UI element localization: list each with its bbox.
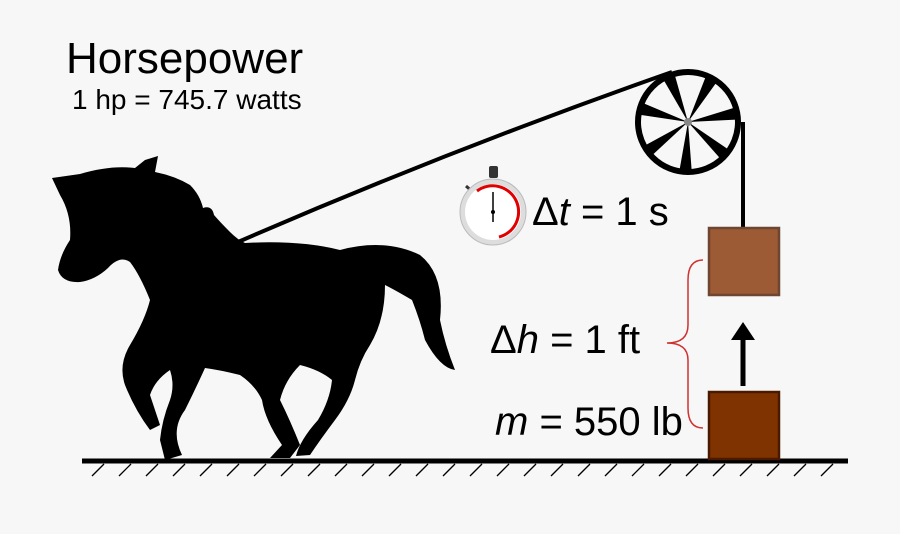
delta-symbol: Δ bbox=[532, 190, 559, 234]
subtitle: 1 hp = 745.7 watts bbox=[72, 84, 302, 115]
mass-value: = 550 lb bbox=[528, 400, 683, 444]
mass-variable: m bbox=[495, 400, 529, 444]
upper-weight-box bbox=[707, 226, 781, 297]
stopwatch-icon bbox=[459, 166, 527, 246]
time-label: Δt = 1 s bbox=[532, 190, 669, 235]
title: Horsepower bbox=[66, 34, 304, 83]
ground-hatching bbox=[91, 463, 834, 477]
height-variable: h bbox=[516, 318, 539, 362]
height-brace bbox=[666, 259, 704, 429]
time-value: = 1 s bbox=[569, 190, 669, 234]
pulley-icon bbox=[635, 69, 741, 175]
height-value: = 1 ft bbox=[538, 318, 641, 362]
up-arrow-icon bbox=[731, 322, 755, 386]
lower-weight-box bbox=[707, 390, 781, 461]
rope bbox=[237, 70, 673, 244]
height-label: Δh = 1 ft bbox=[490, 318, 640, 363]
time-variable: t bbox=[558, 190, 570, 234]
mass-label: m = 550 lb bbox=[495, 400, 683, 445]
horse-silhouette bbox=[52, 156, 455, 460]
delta-symbol: Δ bbox=[490, 318, 517, 362]
